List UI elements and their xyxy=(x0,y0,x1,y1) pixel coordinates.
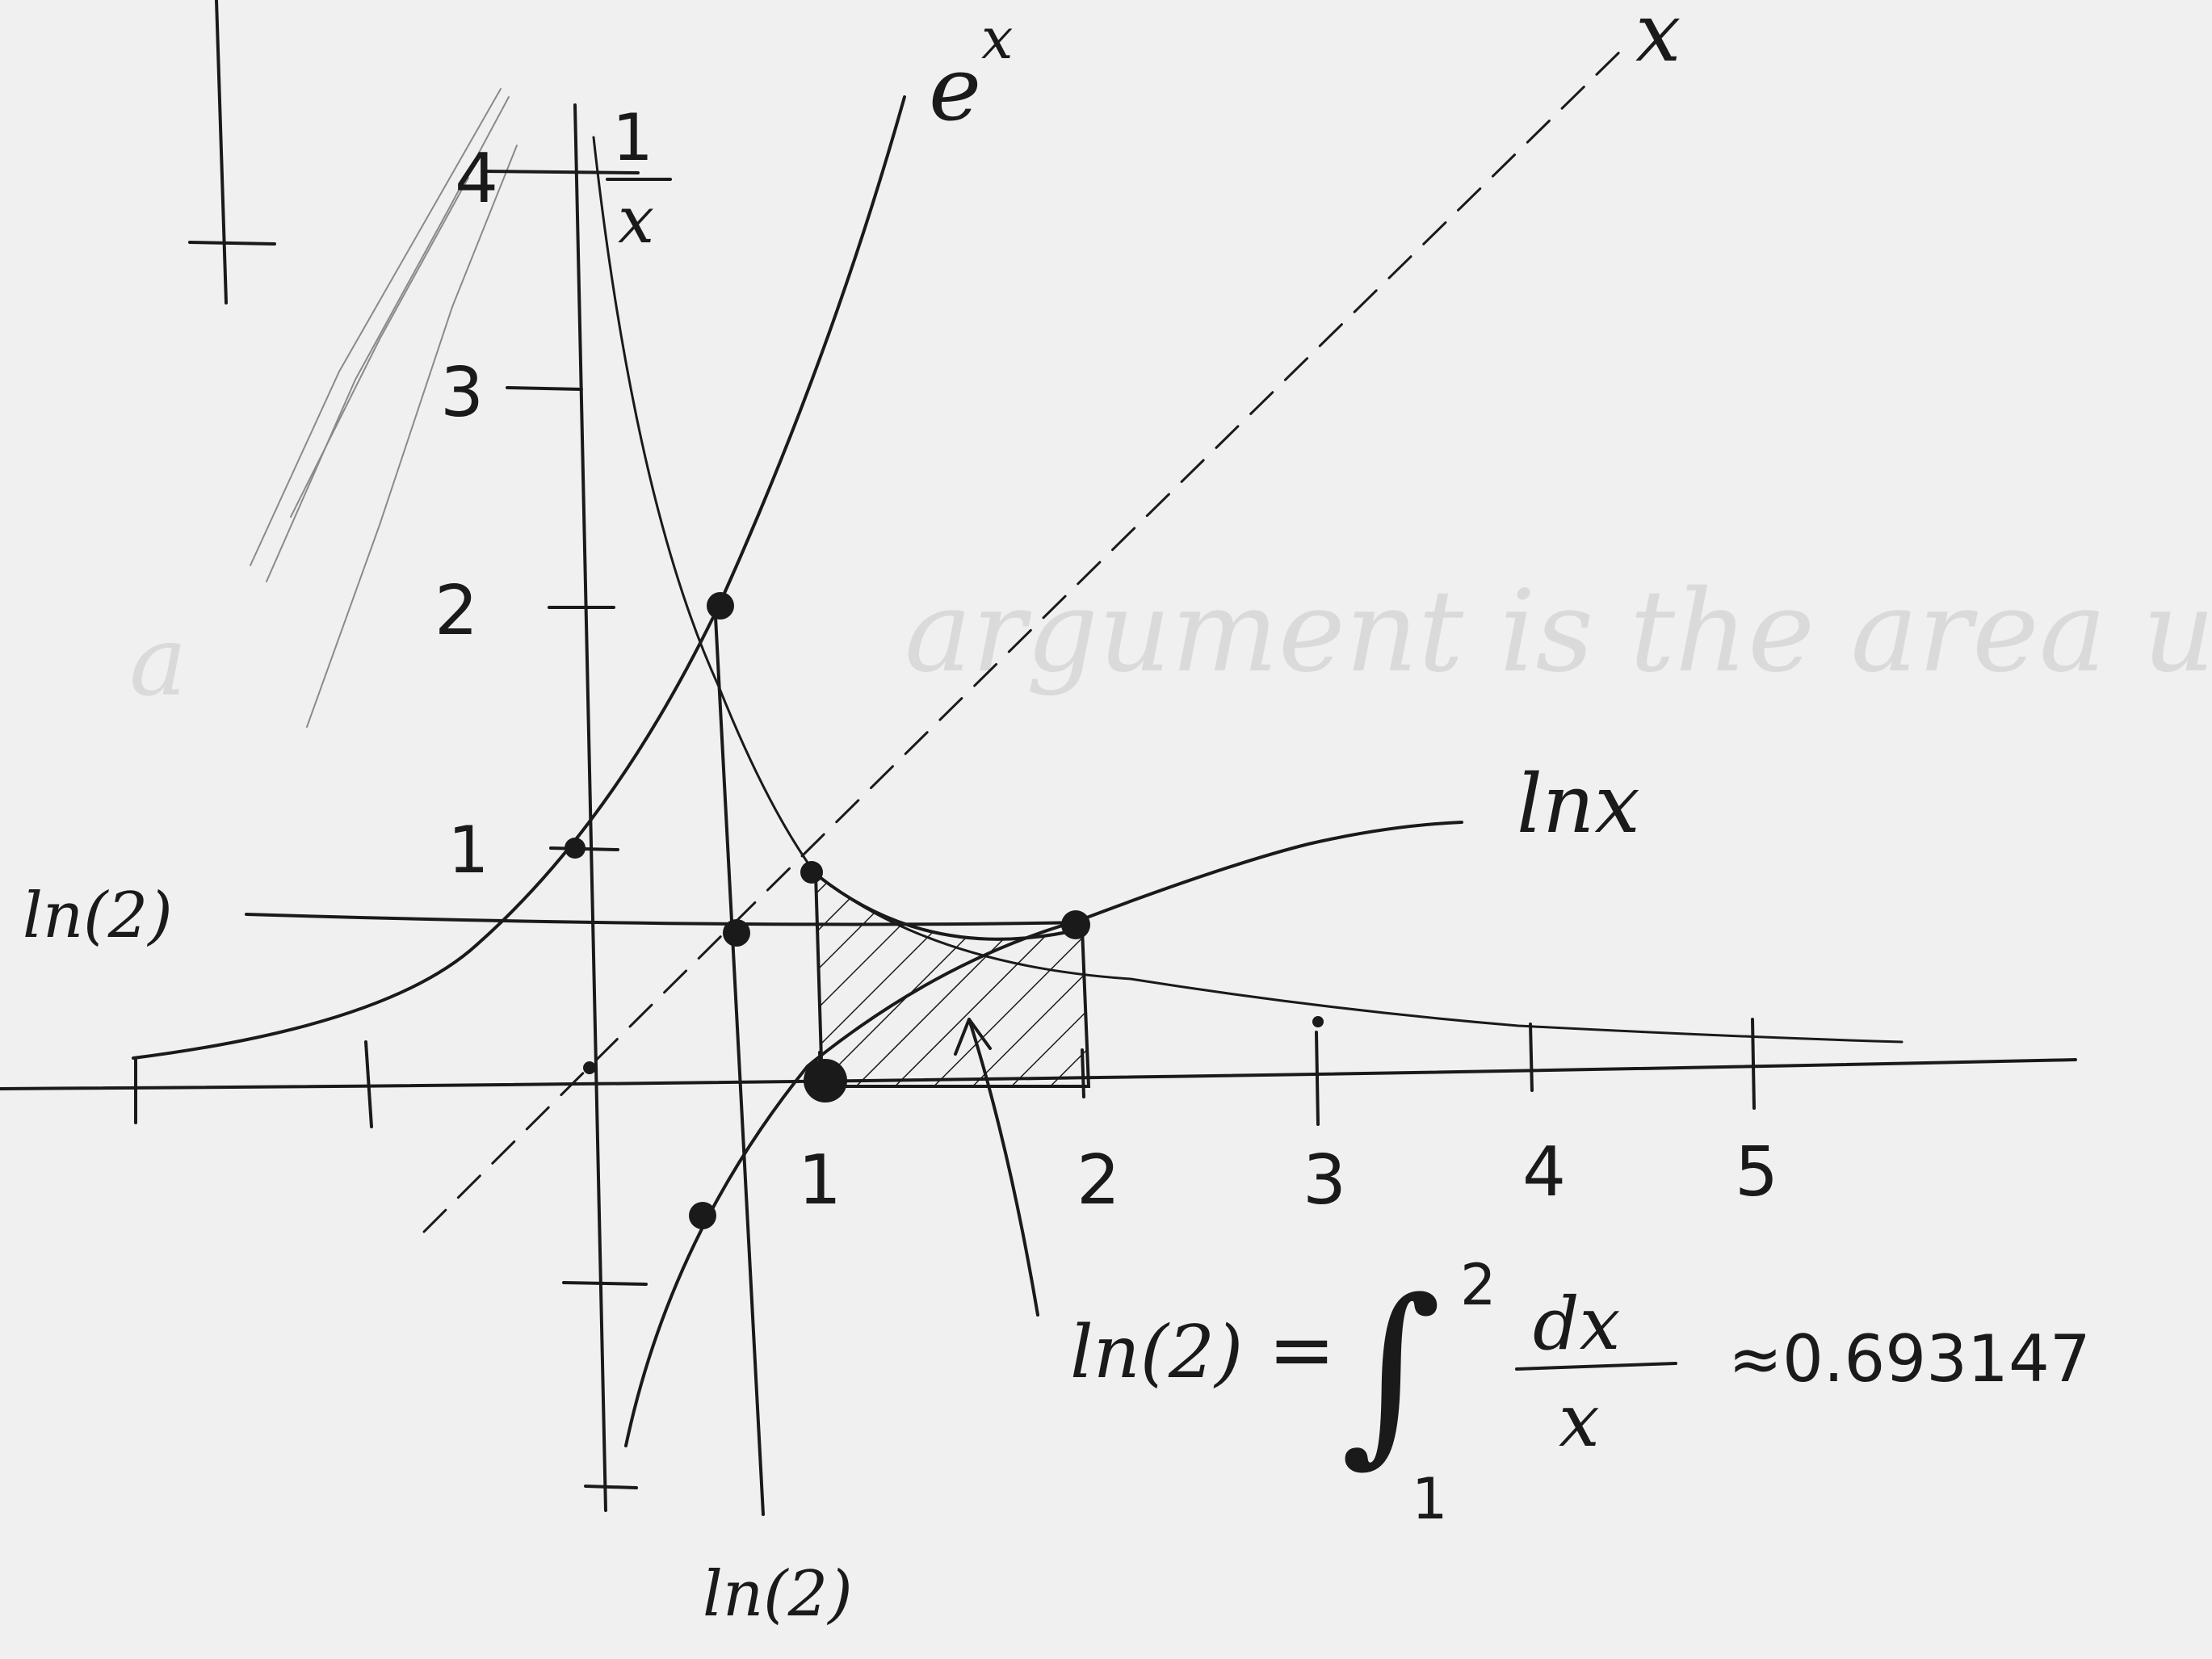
ln2-label-bottom: ln(2) xyxy=(703,1558,853,1631)
formula-fraction-bar xyxy=(1515,1362,1677,1371)
point-ln2-intersection xyxy=(723,919,750,947)
label-identity: x xyxy=(1635,0,1681,80)
formula-numerator: dx xyxy=(1533,1282,1620,1367)
label-exp-base: e xyxy=(929,37,981,141)
curve-exp xyxy=(132,95,906,1060)
x-tick-label-1: 1 xyxy=(798,1140,842,1220)
point-ln-at-2 xyxy=(1061,910,1090,939)
plot-points xyxy=(565,592,1324,1229)
point-origin xyxy=(583,1061,596,1074)
y-tick-label-1: 1 xyxy=(448,813,489,888)
point-ln-at-half xyxy=(689,1202,716,1229)
shaded-area xyxy=(813,870,1091,1088)
point-inverse-at-1 xyxy=(800,861,823,884)
ln2-label-left: ln(2) xyxy=(23,880,173,952)
x-tick-label-2: 2 xyxy=(1077,1140,1120,1220)
area-arrow xyxy=(967,1018,1039,1317)
scratch-mark xyxy=(188,0,276,304)
formula-lhs: ln(2) xyxy=(1070,1310,1243,1395)
x-tick-label-5: 5 xyxy=(1735,1132,1778,1212)
line-ln2-horizontal xyxy=(245,913,1084,926)
label-inverse-denominator: x xyxy=(618,183,654,258)
bleed-through-text: argument is the area under xyxy=(905,566,2212,698)
formula-equals: = xyxy=(1268,1302,1336,1396)
y-axis xyxy=(481,103,648,1512)
curve-ln xyxy=(624,821,1463,1447)
curve-identity xyxy=(422,43,1629,1233)
integral-formula: ln(2) = ∫ 2 1 dx x ≈0.693147 xyxy=(1070,1252,2091,1532)
formula-upper-limit: 2 xyxy=(1460,1252,1496,1318)
label-exp-exponent: x xyxy=(981,6,1013,72)
x-tick-label-4: 4 xyxy=(1522,1132,1566,1212)
label-ln: lnx xyxy=(1517,757,1640,851)
point-inverse-at-3 xyxy=(1312,1016,1324,1027)
y-tick-label-3: 3 xyxy=(440,353,484,433)
formula-denominator: x xyxy=(1559,1379,1600,1464)
point-ln-at-1 xyxy=(804,1059,847,1102)
point-exp-at-0 xyxy=(565,838,586,859)
bleed-through-text: a xyxy=(129,606,187,718)
y-tick-label-2: 2 xyxy=(434,571,478,651)
area-arrowhead xyxy=(954,1018,992,1056)
formula-integral-sign: ∫ xyxy=(1341,1258,1442,1484)
formula-approx: ≈0.693147 xyxy=(1728,1321,2091,1396)
pencil-strokes xyxy=(250,88,518,728)
x-tick-label-3: 3 xyxy=(1303,1140,1346,1220)
y-tick-label-4: 4 xyxy=(455,139,498,219)
formula-lower-limit: 1 xyxy=(1412,1466,1448,1532)
line-ln2-vertical xyxy=(713,600,765,1516)
point-exp-at-ln2 xyxy=(707,592,734,620)
label-inverse-numerator: 1 xyxy=(612,100,653,175)
